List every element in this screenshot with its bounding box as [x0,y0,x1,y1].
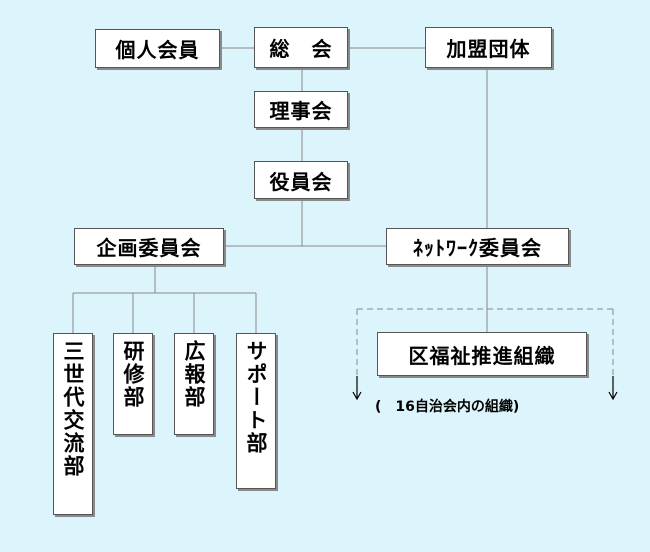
arrow-right-head [608,391,618,401]
node-dept-support: サポート部 [236,333,276,489]
node-member-groups: 加盟団体 [425,27,552,68]
node-general-assembly: 総 会 [254,27,348,68]
node-officers: 役員会 [254,161,348,199]
node-board: 理事会 [254,91,348,128]
welfare-note: ( 16自治会内の組織) [375,399,520,415]
node-dept-pr: 広報部 [174,333,214,435]
node-individual-members: 個人会員 [95,29,220,68]
node-network-committee: ﾈｯﾄﾜｰｸ委員会 [386,228,569,265]
node-planning-committee: 企画委員会 [74,228,224,265]
node-welfare-org: 区福祉推進組織 [377,332,587,376]
node-dept-training: 研修部 [113,333,153,435]
node-dept-intergenerational: 三世代交流部 [53,333,93,515]
arrow-left-head [352,391,362,401]
